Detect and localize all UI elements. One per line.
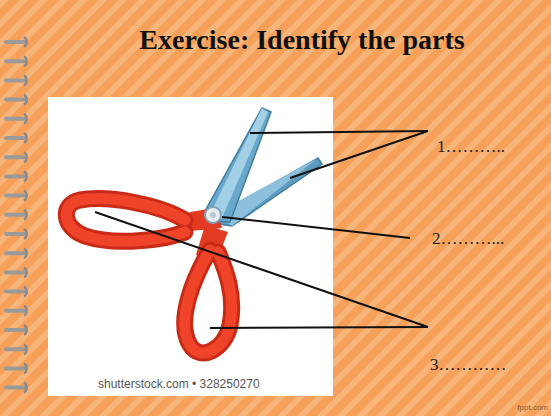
binding-ring <box>4 191 27 201</box>
leader-lines <box>95 131 428 328</box>
binding-ring <box>4 114 27 124</box>
binding-ring <box>4 37 27 47</box>
site-credit: fppt.com <box>517 403 548 412</box>
binding-ring <box>4 152 27 162</box>
callout-number: 1……….. <box>437 137 505 157</box>
binding-ring <box>4 248 27 258</box>
binding-ring <box>4 306 27 316</box>
binding-ring <box>4 210 27 220</box>
image-panel <box>48 97 333 396</box>
binding-ring <box>4 267 27 277</box>
binding-ring <box>4 133 27 143</box>
binding-ring <box>4 171 27 181</box>
binding-ring <box>4 325 27 335</box>
scissors-illustration <box>66 108 322 353</box>
binding-ring <box>4 56 27 66</box>
watermark: shutterstock.com • 328250270 <box>98 377 260 391</box>
binding-ring <box>4 229 27 239</box>
binding-ring <box>4 383 27 393</box>
binding-ring <box>4 95 27 105</box>
binding-ring <box>4 363 27 373</box>
callout-number: 2………... <box>432 229 504 249</box>
binding-ring <box>4 344 27 354</box>
slide-title: Exercise: Identify the parts <box>139 24 464 56</box>
binding-ring <box>4 287 27 297</box>
spiral-binding <box>4 37 27 393</box>
callout-number: 3………… <box>430 355 507 375</box>
binding-ring <box>4 75 27 85</box>
